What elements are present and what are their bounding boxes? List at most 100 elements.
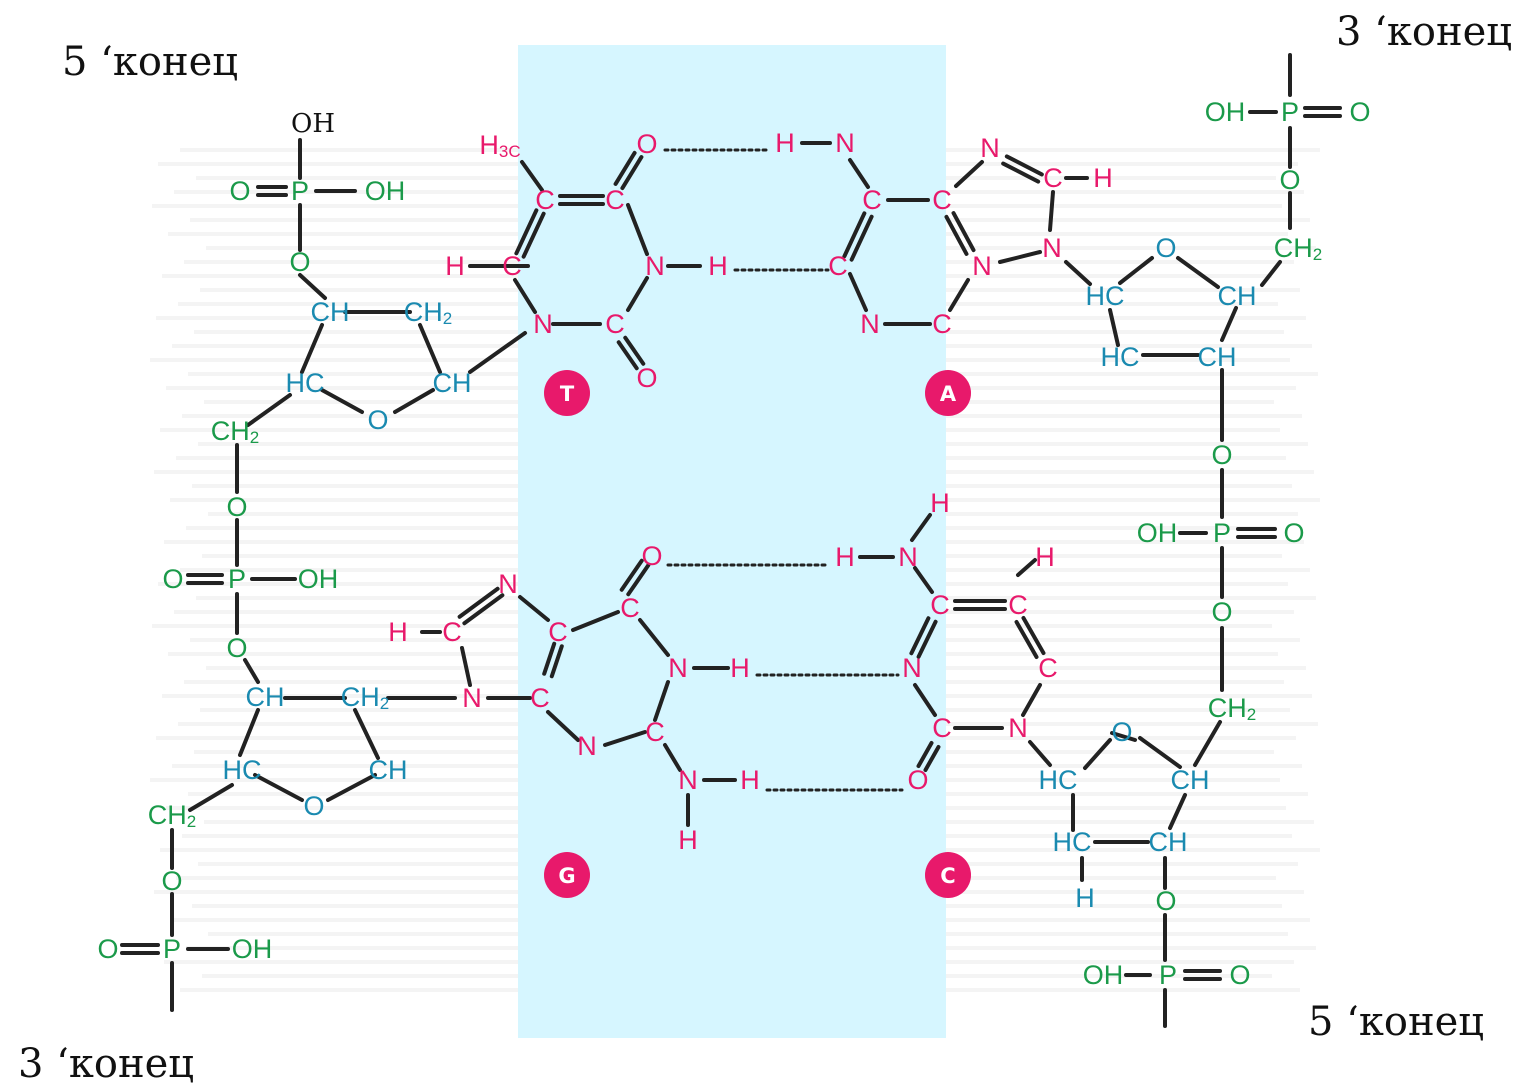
single-bond (188, 783, 234, 812)
atom-label: C (645, 717, 665, 747)
atom-label: P (228, 564, 246, 594)
single-bond (1220, 306, 1238, 342)
atom-label: O (636, 363, 657, 393)
atom-label: CH (1198, 342, 1237, 372)
atom-label: H3C (479, 130, 520, 161)
atom-label: CH (369, 755, 408, 785)
atom-label: H (930, 488, 950, 518)
bond-layer (120, 53, 1342, 1028)
atom-label: C (548, 617, 568, 647)
atom-label: O (1111, 717, 1132, 747)
double-bond (521, 211, 546, 259)
atom-label: O (97, 934, 118, 964)
atom-label: O (907, 765, 928, 795)
double-bond (944, 214, 969, 256)
single-bond (1118, 256, 1154, 285)
atom-label: C (828, 251, 848, 281)
single-bond (518, 595, 550, 622)
atom-label: OH (298, 564, 339, 594)
atom-label: C (1038, 653, 1058, 683)
atom-label: H (708, 251, 728, 281)
oh-top-label: OH (291, 109, 335, 139)
label-3-end-top-right: 3 ‘конец (1336, 9, 1513, 55)
single-bond (326, 773, 377, 802)
base-badge-thymine-letter: T (560, 382, 575, 406)
single-bond (571, 610, 620, 632)
base-badge-adenine-circle (925, 370, 971, 416)
atom-label: CH (1218, 281, 1257, 311)
single-bond (663, 743, 682, 772)
double-bond (1004, 154, 1044, 177)
atom-label: P (1281, 97, 1299, 127)
single-bond (1028, 740, 1052, 767)
atom-label: HC (1039, 765, 1078, 795)
atom-label: O (1211, 440, 1232, 470)
double-bond (549, 644, 564, 679)
double-bond (849, 214, 874, 262)
single-bond (638, 618, 670, 657)
atom-label: C (862, 185, 882, 215)
atom-label: O (303, 791, 324, 821)
single-bond (393, 388, 435, 414)
double-bond (620, 155, 644, 191)
atom-label: H (775, 128, 795, 158)
base-badge-guanine-letter: G (558, 864, 575, 888)
single-bond (353, 708, 380, 760)
atom-label: C (1043, 163, 1063, 193)
single-bond (998, 250, 1042, 264)
atom-label: OH (1137, 518, 1178, 548)
atom-label: C (605, 309, 625, 339)
atom-label: O (162, 564, 183, 594)
atom-label: N (668, 653, 688, 683)
single-bond (1048, 190, 1055, 232)
single-bond (626, 276, 649, 312)
single-bond (913, 566, 934, 594)
atom-label: P (163, 934, 181, 964)
atom-label: C (535, 185, 555, 215)
atom-label: H (730, 653, 750, 683)
double-bond (616, 340, 639, 371)
atom-label: H (445, 251, 465, 281)
double-bond (916, 619, 938, 659)
atom-label: N (860, 309, 880, 339)
atom-label: C (605, 185, 625, 215)
atom-label: C (932, 185, 952, 215)
atom-label: OH (232, 934, 273, 964)
base-badge-guanine-circle (544, 852, 590, 898)
single-bond (468, 331, 527, 374)
single-bond (1193, 720, 1222, 767)
double-bond (626, 563, 651, 597)
single-bond (460, 646, 472, 687)
base-badge-adenine-letter: A (940, 382, 957, 406)
double-bond (1001, 161, 1041, 184)
atom-label: CH (433, 368, 472, 398)
atom-label: N (645, 251, 665, 281)
single-bond (1064, 260, 1092, 286)
atom-label: O (1349, 97, 1370, 127)
single-bond (1168, 793, 1187, 830)
double-bond (542, 641, 557, 676)
atom-label: P (291, 176, 309, 206)
atom-label: P (1159, 960, 1177, 990)
single-bond (603, 730, 647, 747)
double-bond (623, 335, 646, 366)
atom-label: N (980, 133, 1000, 163)
atom-label: C (502, 251, 522, 281)
atom-label: N (498, 569, 518, 599)
single-bond (238, 708, 260, 757)
single-bond (253, 773, 304, 802)
single-bond (246, 393, 292, 427)
atom-label: O (641, 541, 662, 571)
atom-label: O (1283, 518, 1304, 548)
double-bond (916, 741, 934, 769)
atom-label: O (226, 492, 247, 522)
atom-label: HC (286, 368, 325, 398)
atom-label: O (1229, 960, 1250, 990)
atom-label: H (1075, 883, 1095, 913)
single-bond (913, 683, 937, 717)
atom-label: CH2 (148, 800, 196, 831)
single-bond (300, 323, 324, 374)
atom-label: C (1008, 590, 1028, 620)
